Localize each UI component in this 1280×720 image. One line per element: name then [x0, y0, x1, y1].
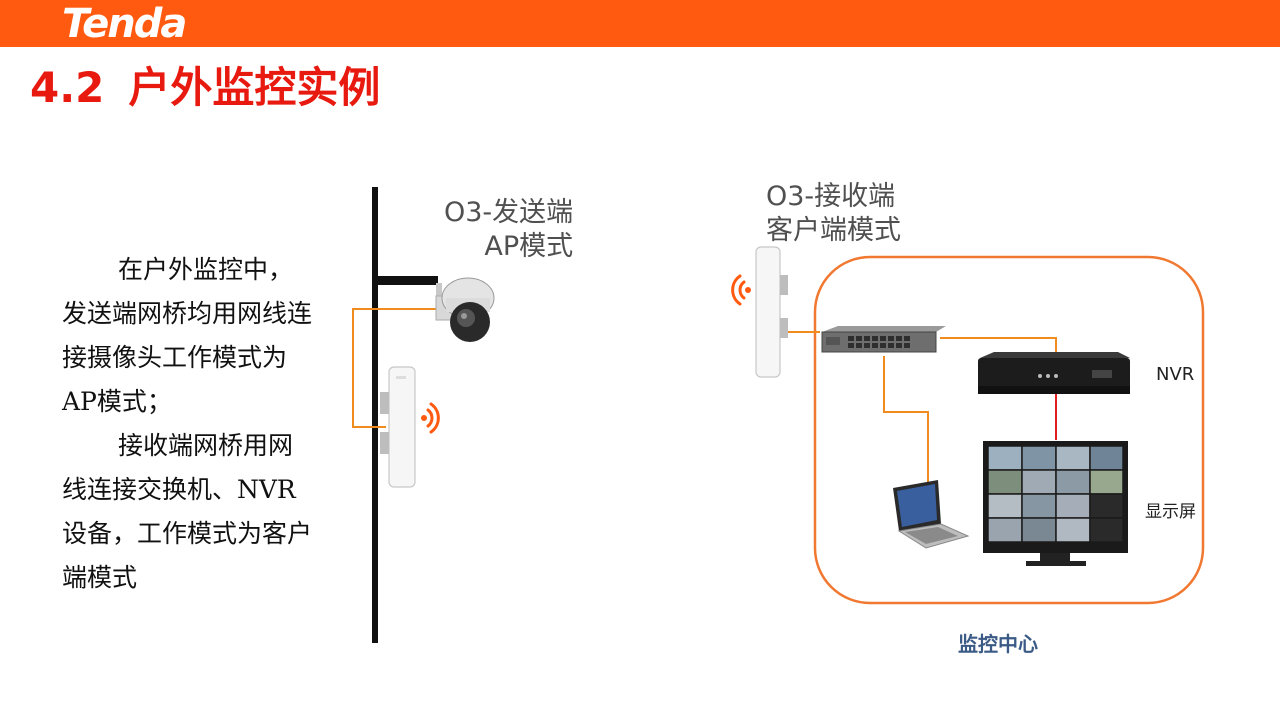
nvr-label: NVR [1156, 364, 1195, 385]
network-switch [821, 326, 946, 353]
receiver-bridge-device [755, 246, 788, 378]
tenda-logo: Tenda [62, 1, 187, 47]
section-number: 4.2 [30, 63, 105, 112]
nvr-device [978, 352, 1130, 394]
mounting-pole [372, 187, 438, 643]
dome-camera [435, 277, 495, 342]
receiver-label-line2: 客户端模式 [766, 215, 901, 246]
monitoring-center-frame [813, 255, 1205, 605]
description-paragraph-1: 在户外监控中，发送端网桥均用网线连接摄像头工作模式为AP模式； [62, 255, 313, 416]
display-monitor [983, 441, 1128, 566]
switch-to-laptop-cable [883, 356, 929, 488]
section-title: 户外监控实例 [128, 63, 381, 112]
description-paragraph-2: 接收端网桥用网线连接交换机、NVR设备，工作模式为客户端模式 [62, 431, 313, 592]
receiver-label-line1: O3-接收端 [766, 181, 896, 212]
sender-label: O3-发送端 AP模式 [444, 196, 573, 264]
monitoring-center-label: 监控中心 [958, 632, 1038, 656]
slide-title: 4.2 户外监控实例 [30, 60, 380, 116]
receiver-wifi-icon [731, 274, 751, 306]
receiver-label: O3-接收端 客户端模式 [766, 180, 901, 248]
switch-to-nvr-cable [940, 337, 1057, 356]
header-bar: Tenda [0, 0, 1280, 47]
sender-label-line1: O3-发送端 [444, 197, 574, 228]
screen-label: 显示屏 [1145, 502, 1196, 522]
laptop-computer [893, 480, 970, 549]
sender-wifi-icon [421, 402, 440, 434]
sender-ethernet-cable [352, 308, 440, 428]
sender-bridge-device [380, 366, 416, 488]
description-text: 在户外监控中，发送端网桥均用网线连接摄像头工作模式为AP模式； 接收端网桥用网线… [62, 248, 312, 600]
sender-label-line2: AP模式 [484, 231, 574, 262]
